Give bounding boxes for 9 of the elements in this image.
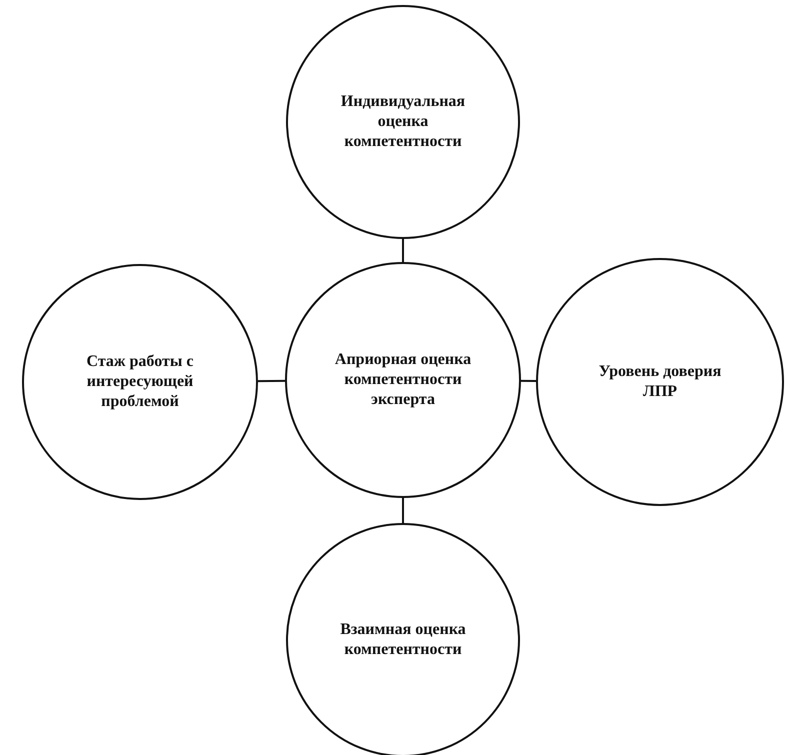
node-label: Индивидуальная оценка компетентности bbox=[340, 92, 466, 152]
node-label: Стаж работы с интересующей проблемой bbox=[86, 352, 194, 412]
node-label: Априорная оценка компетентности эксперта bbox=[334, 350, 472, 410]
connector-line bbox=[402, 498, 404, 523]
connector-line bbox=[258, 380, 286, 382]
node-label: Взаимная оценка компетентности bbox=[339, 620, 467, 660]
connector-line bbox=[520, 380, 536, 382]
connector-line bbox=[402, 239, 404, 262]
node-label: Уровень доверия ЛПР bbox=[598, 362, 722, 402]
